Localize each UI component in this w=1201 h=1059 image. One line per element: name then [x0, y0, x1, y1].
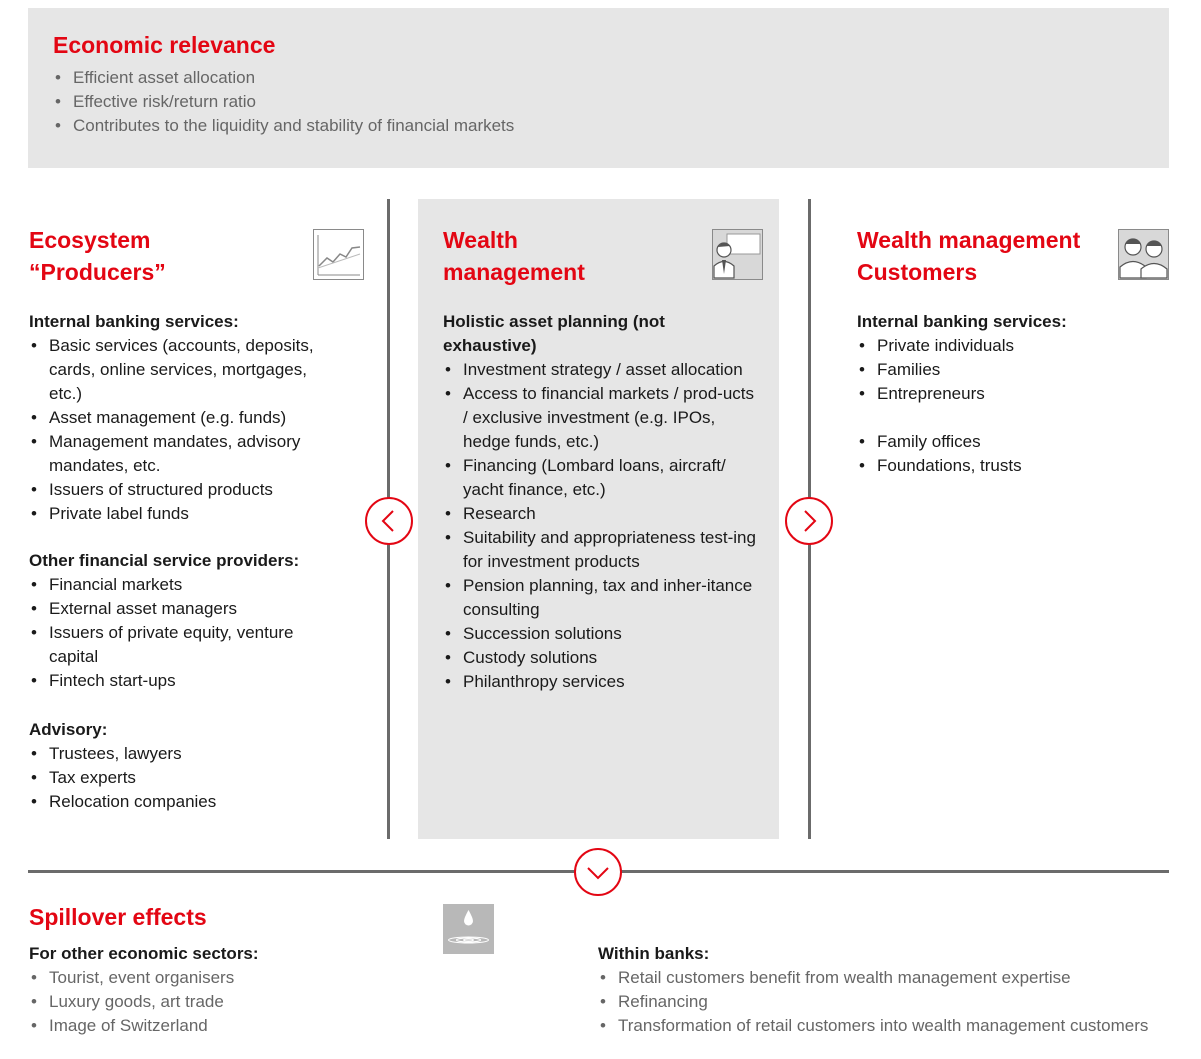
title-line: Wealth	[443, 227, 518, 253]
list-item: Refinancing	[598, 990, 1148, 1014]
customers-title: Wealth management Customers	[857, 224, 1080, 288]
list-item: Retail customers benefit from wealth man…	[598, 966, 1148, 990]
list-item: External asset managers	[29, 597, 334, 621]
producers-internal-list: Basic services (accounts, deposits, card…	[29, 334, 334, 526]
advisor-icon	[712, 229, 763, 280]
list-item: Family offices	[857, 430, 1157, 454]
list-item: Financing (Lombard loans, aircraft/ yach…	[443, 454, 763, 502]
section-heading: Internal banking services:	[29, 312, 239, 331]
list-item: Private individuals	[857, 334, 1157, 358]
list-item: Access to financial markets / prod-ucts …	[443, 382, 763, 454]
list-item: Issuers of private equity, venture capit…	[29, 621, 334, 669]
water-drop-icon	[443, 904, 494, 954]
wealth-management-list: Investment strategy / asset allocation A…	[443, 358, 763, 694]
list-item: Tourist, event organisers	[29, 966, 234, 990]
list-item: Suitability and appropriateness test-ing…	[443, 526, 763, 574]
list-item: Tax experts	[29, 766, 334, 790]
list-item: Management mandates, advisory mandates, …	[29, 430, 334, 478]
list-item: Luxury goods, art trade	[29, 990, 234, 1014]
title-line: management	[443, 259, 585, 285]
list-item: Philanthropy services	[443, 670, 763, 694]
list-item: Image of Switzerland	[29, 1014, 234, 1038]
producers-advisory-list: Trustees, lawyers Tax experts Relocation…	[29, 742, 334, 814]
section-heading: Other financial service providers:	[29, 551, 300, 570]
list-item: Effective risk/return ratio	[53, 90, 514, 114]
wealth-management-title: Wealth management	[443, 224, 585, 288]
list-item: Families	[857, 358, 1157, 382]
list-item: Asset management (e.g. funds)	[29, 406, 334, 430]
section-heading: Advisory:	[29, 720, 108, 739]
customers-list: Private individuals Families Entrepreneu…	[857, 334, 1157, 406]
list-item: Entrepreneurs	[857, 382, 1157, 406]
list-item: Research	[443, 502, 763, 526]
section-heading: For other economic sectors:	[29, 944, 259, 963]
list-item: Relocation companies	[29, 790, 334, 814]
list-item: Investment strategy / asset allocation	[443, 358, 763, 382]
title-line: Customers	[857, 259, 978, 285]
economic-relevance-list: Efficient asset allocation Effective ris…	[53, 66, 514, 138]
list-item: Custody solutions	[443, 646, 763, 670]
list-item: Private label funds	[29, 502, 334, 526]
spillover-title: Spillover effects	[29, 904, 207, 930]
producers-title: Ecosystem “Producers”	[29, 224, 166, 288]
producers-other-list: Financial markets External asset manager…	[29, 573, 334, 693]
list-item: Succession solutions	[443, 622, 763, 646]
section-heading: Within banks:	[598, 944, 710, 963]
section-heading: Holistic asset planning (not exhaustive)	[443, 312, 665, 355]
list-item: Contributes to the liquidity and stabili…	[53, 114, 514, 138]
list-item: Financial markets	[29, 573, 334, 597]
chevron-right-icon	[785, 497, 833, 545]
list-item: Issuers of structured products	[29, 478, 334, 502]
list-item: Foundations, trusts	[857, 454, 1157, 478]
spillover-banks-list: Retail customers benefit from wealth man…	[598, 966, 1148, 1038]
section-heading: Internal banking services:	[857, 312, 1067, 331]
chevron-down-icon	[574, 848, 622, 896]
list-item: Basic services (accounts, deposits, card…	[29, 334, 334, 406]
two-people-icon	[1118, 229, 1169, 280]
title-line: “Producers”	[29, 259, 166, 285]
title-line: Wealth management	[857, 227, 1081, 253]
list-item: Pension planning, tax and inher-itance c…	[443, 574, 763, 622]
title-line: Ecosystem	[29, 227, 151, 253]
economic-relevance-title: Economic relevance	[53, 32, 276, 58]
line-chart-icon	[313, 229, 364, 280]
customers-list-2: Family offices Foundations, trusts	[857, 430, 1157, 478]
list-item: Transformation of retail customers into …	[598, 1014, 1148, 1038]
spillover-sectors-list: Tourist, event organisers Luxury goods, …	[29, 966, 234, 1038]
list-item: Efficient asset allocation	[53, 66, 514, 90]
list-item: Fintech start-ups	[29, 669, 334, 693]
list-item: Trustees, lawyers	[29, 742, 334, 766]
chevron-left-icon	[365, 497, 413, 545]
